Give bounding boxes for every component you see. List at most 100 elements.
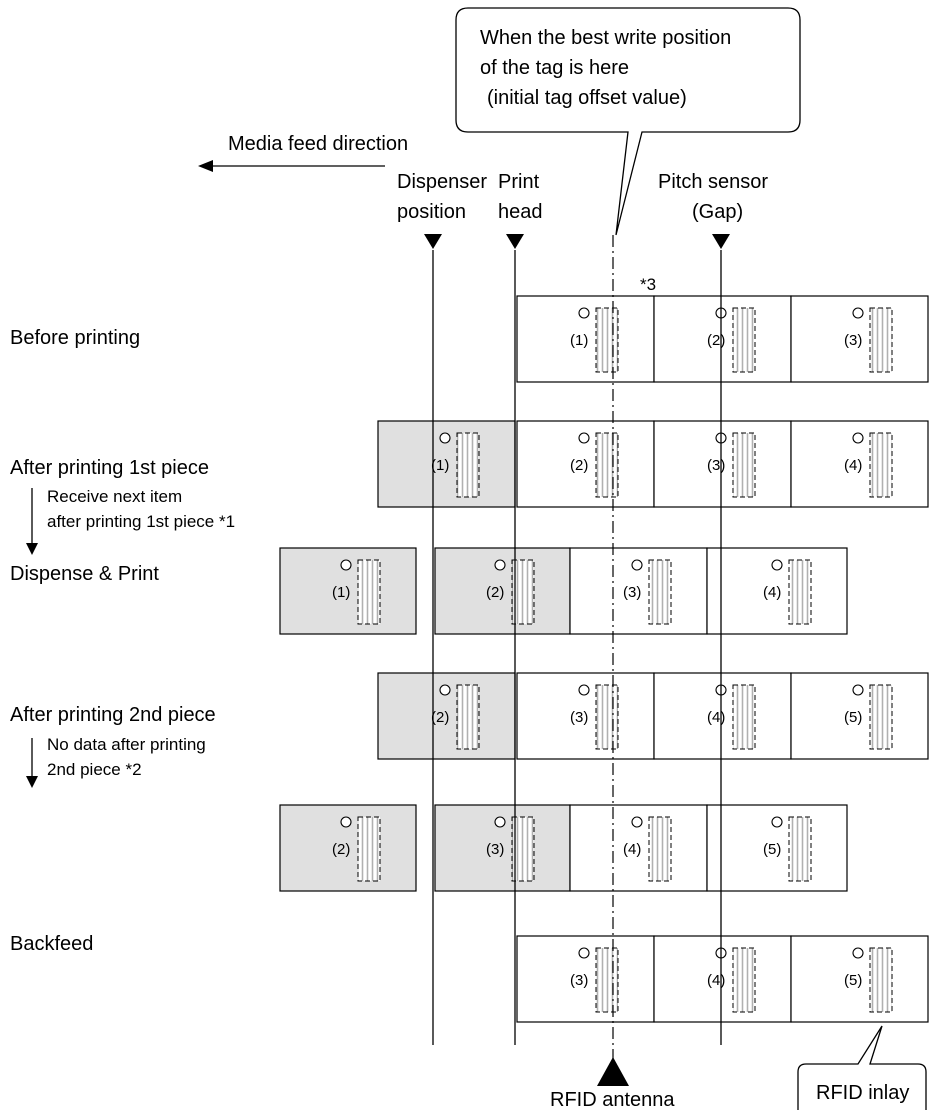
media-label: (5): [790, 935, 929, 1023]
row-label-before-printing: Before printing: [10, 327, 140, 349]
rfid-inlay-icon: [511, 816, 535, 882]
media-label: (4): [653, 935, 792, 1023]
label-number: (4): [623, 841, 641, 858]
arrow-down-icon: [26, 776, 38, 788]
tag-mark-icon: [578, 947, 590, 959]
printhead-label-1: Print: [498, 171, 540, 193]
label-number: (2): [707, 332, 725, 349]
label-number: (2): [570, 457, 588, 474]
label-number: (4): [707, 972, 725, 989]
media-label: (3): [434, 804, 571, 892]
note-star3: *3: [640, 275, 656, 294]
label-row: (2) (3) (4) (5): [279, 804, 848, 892]
rfid-inlay-icon: [869, 947, 893, 1013]
tag-mark-icon: [771, 816, 783, 828]
label-row: (1) (2) (3) (4): [279, 547, 848, 635]
callout-line-2: of the tag is here: [480, 57, 629, 79]
dispenser-label-1: Dispenser: [397, 171, 487, 193]
printhead-label-2: head: [498, 201, 543, 223]
rfid-inlay-icon: [357, 816, 381, 882]
rfid-inlay-icon: [732, 684, 756, 750]
tag-mark-icon: [852, 307, 864, 319]
label-number: (4): [844, 457, 862, 474]
media-label: (5): [706, 804, 848, 892]
media-label: (2): [434, 547, 571, 635]
media-label: (3): [516, 935, 655, 1023]
rfid-antenna-icon: [597, 1057, 629, 1086]
rfid-inlay-icon: [595, 432, 619, 498]
tag-mark-icon: [631, 816, 643, 828]
row-label-after-second: After printing 2nd piece: [10, 704, 216, 726]
tag-mark-icon: [578, 432, 590, 444]
rfid-inlay-icon: [869, 432, 893, 498]
label-number: (1): [332, 584, 350, 601]
media-label: (2): [653, 295, 792, 383]
printhead-marker-icon: [506, 234, 524, 249]
label-piece: [653, 420, 792, 508]
rfid-inlay-icon: [357, 559, 381, 625]
label-number: (3): [486, 841, 504, 858]
label-number: (5): [763, 841, 781, 858]
feed-direction-label: Media feed direction: [228, 133, 408, 155]
rfid-inlay-icon: [456, 432, 480, 498]
label-number: (3): [707, 457, 725, 474]
media-label: (3): [653, 420, 792, 508]
media-label: (1): [516, 295, 655, 383]
label-number: (3): [844, 332, 862, 349]
media-label: (4): [706, 547, 848, 635]
row-note-receive-1: Receive next item: [47, 487, 182, 506]
rfid-inlay-icon: [511, 559, 535, 625]
row-note-receive-2: after printing 1st piece *1: [47, 512, 235, 531]
pitch-sensor-label-2: (Gap): [692, 201, 743, 223]
arrow-down-icon: [26, 543, 38, 555]
label-rows: (1)(2)(3)(1)(2)(3)(4)(1)(2)(3)(4)(2)(3)(…: [279, 295, 929, 1023]
dispenser-marker-icon: [424, 234, 442, 249]
label-number: (2): [486, 584, 504, 601]
tag-mark-icon: [631, 559, 643, 571]
row-label-dispense-print: Dispense & Print: [10, 563, 159, 585]
label-row: (1) (2) (3): [516, 295, 929, 383]
label-row: (2)(3)(4)(5): [377, 672, 929, 760]
label-row: (1) (2) (3) (4): [377, 420, 929, 508]
media-label: (4): [790, 420, 929, 508]
rfid-inlay-icon: [788, 816, 812, 882]
tag-mark-icon: [578, 684, 590, 696]
rfid-inlay-icon: [732, 307, 756, 373]
rfid-inlay-icon: [869, 684, 893, 750]
tag-mark-icon: [852, 947, 864, 959]
label-number: (3): [570, 972, 588, 989]
label-number: (4): [763, 584, 781, 601]
label-number: (3): [623, 584, 641, 601]
rfid-inlay-icon: [788, 559, 812, 625]
media-label: (2): [377, 672, 516, 760]
rfid-inlay-icon: [648, 816, 672, 882]
pitch-sensor-marker-icon: [712, 234, 730, 249]
label-number: (1): [570, 332, 588, 349]
label-piece: [377, 672, 516, 760]
rfid-inlay-icon: [732, 947, 756, 1013]
media-label: (3): [790, 295, 929, 383]
rfid-inlay-icon: [456, 684, 480, 750]
tag-mark-icon: [340, 816, 352, 828]
tag-mark-icon: [494, 559, 506, 571]
label-number: (2): [332, 841, 350, 858]
pitch-sensor-label-1: Pitch sensor: [658, 171, 768, 193]
rfid-antenna-label: RFID antenna: [550, 1089, 675, 1110]
dispenser-label-2: position: [397, 201, 466, 223]
tag-mark-icon: [439, 432, 451, 444]
media-label: (2): [516, 420, 655, 508]
tag-mark-icon: [852, 432, 864, 444]
rfid-inlay-icon: [595, 307, 619, 373]
row-label-backfeed: Backfeed: [10, 933, 93, 955]
feed-direction: Media feed direction: [198, 133, 408, 172]
label-number: (2): [431, 709, 449, 726]
label-number: (3): [570, 709, 588, 726]
tag-mark-icon: [340, 559, 352, 571]
arrow-left-icon: [198, 160, 213, 172]
media-label: (1): [377, 420, 516, 508]
rfid-inlay-icon: [869, 307, 893, 373]
rfid-inlay-icon: [595, 684, 619, 750]
callout-line-3: (initial tag offset value): [487, 87, 687, 109]
callout-line-1: When the best write position: [480, 27, 731, 49]
